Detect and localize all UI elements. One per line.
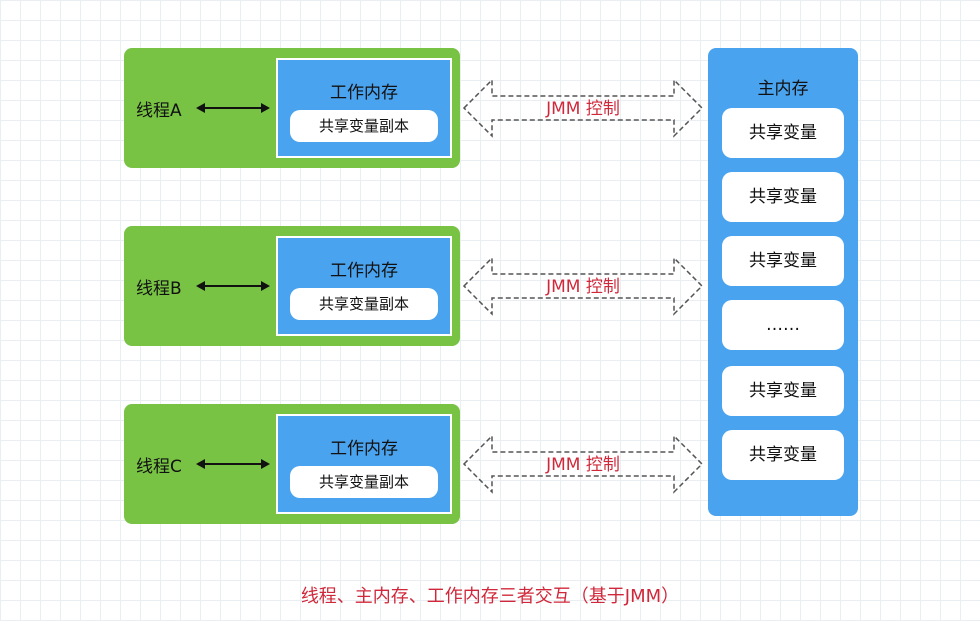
working-memory-box: 工作内存 共享变量副本 [276, 58, 452, 158]
working-memory-title: 工作内存 [330, 439, 398, 459]
jmm-control-label: JMM 控制 [546, 277, 620, 297]
main-memory-title: 主内存 [757, 79, 809, 99]
shared-variable: 共享变量 [722, 236, 844, 286]
double-arrow-icon [196, 281, 270, 291]
shared-variable-copy: 共享变量副本 [290, 110, 438, 142]
working-memory-title: 工作内存 [330, 83, 398, 103]
diagram-caption: 线程、主内存、工作内存三者交互（基于JMM） [300, 586, 680, 607]
jmm-control-arrow: JMM 控制 [462, 432, 704, 496]
jmm-control-arrow: JMM 控制 [462, 76, 704, 140]
working-memory-box: 工作内存 共享变量副本 [276, 414, 452, 514]
shared-variable: 共享变量 [722, 366, 844, 416]
shared-variable-copy: 共享变量副本 [290, 466, 438, 498]
double-arrow-icon [196, 103, 270, 113]
dashed-double-arrow-icon [462, 256, 704, 316]
jmm-control-arrow: JMM 控制 [462, 254, 704, 318]
jmm-control-label: JMM 控制 [546, 99, 620, 119]
shared-variable: 共享变量 [722, 430, 844, 480]
working-memory-box: 工作内存 共享变量副本 [276, 236, 452, 336]
thread-c-label: 线程C [136, 457, 182, 477]
dashed-double-arrow-icon [462, 434, 704, 494]
thread-b-label: 线程B [136, 279, 182, 299]
thread-a-box: 线程A 工作内存 共享变量副本 [124, 48, 460, 168]
dashed-double-arrow-icon [462, 78, 704, 138]
double-arrow-icon [196, 459, 270, 469]
main-memory-box: 主内存 共享变量 共享变量 共享变量 …… 共享变量 共享变量 [708, 48, 858, 516]
thread-a-label: 线程A [136, 101, 182, 121]
ellipsis-item: …… [722, 300, 844, 350]
jmm-control-label: JMM 控制 [546, 455, 620, 475]
shared-variable: 共享变量 [722, 172, 844, 222]
thread-c-box: 线程C 工作内存 共享变量副本 [124, 404, 460, 524]
shared-variable: 共享变量 [722, 108, 844, 158]
shared-variable-copy: 共享变量副本 [290, 288, 438, 320]
working-memory-title: 工作内存 [330, 261, 398, 281]
thread-b-box: 线程B 工作内存 共享变量副本 [124, 226, 460, 346]
